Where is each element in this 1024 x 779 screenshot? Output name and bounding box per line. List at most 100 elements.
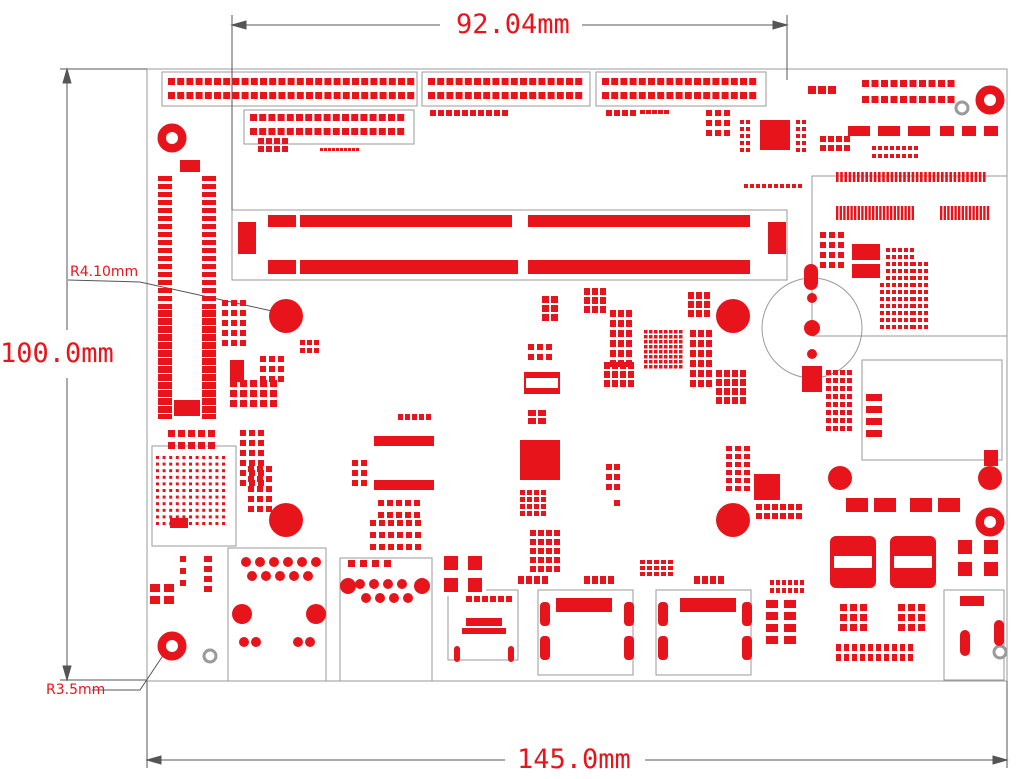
- smd-pad: [202, 462, 206, 466]
- bga-ball: [649, 355, 653, 359]
- header-pin: [675, 78, 683, 85]
- smd-pad: [258, 470, 264, 476]
- smd-pad: [370, 520, 376, 526]
- smd-pad: [844, 145, 850, 151]
- smd-pad: [162, 469, 166, 473]
- header-pin: [277, 114, 285, 121]
- smd-pad: [726, 446, 732, 451]
- smd-pad: [260, 390, 267, 397]
- sd-pin: [968, 206, 972, 220]
- header-outline-3: [595, 71, 767, 107]
- header-pin: [909, 80, 917, 87]
- header-pin: [566, 92, 573, 99]
- fpc-pin: [158, 406, 172, 411]
- smd-pad: [892, 276, 896, 280]
- smd-pad: [654, 572, 659, 576]
- smd-pad: [328, 148, 331, 151]
- bga-ball: [669, 355, 673, 359]
- smd-pad: [614, 110, 620, 116]
- smd-pad: [406, 520, 412, 526]
- smd-pad: [208, 456, 212, 459]
- header-pin: [361, 78, 369, 85]
- smd-pad: [269, 376, 275, 382]
- bga-ball: [669, 340, 673, 344]
- smd-pad: [222, 456, 225, 459]
- fpc-pin: [202, 366, 216, 371]
- bga-ball: [674, 360, 678, 364]
- smd-pad: [530, 557, 536, 563]
- smd-pad: [169, 502, 173, 506]
- smd-pad: [208, 462, 212, 466]
- smd-pad: [704, 301, 710, 308]
- smd-pad: [414, 500, 420, 506]
- smd-pad: [850, 604, 857, 611]
- smd-pad: [740, 141, 744, 145]
- smd-pad: [904, 269, 908, 273]
- smd-pad: [766, 612, 778, 620]
- smd-pad: [847, 410, 852, 415]
- smd-pad: [898, 283, 902, 287]
- smd-pad: [850, 614, 857, 621]
- smd-pad: [307, 340, 312, 345]
- smd-pad: [614, 474, 620, 480]
- smd-pad: [724, 370, 730, 377]
- smd-pad: [798, 184, 802, 188]
- smd-pad: [249, 480, 255, 486]
- smd-pad: [182, 462, 186, 466]
- smd-pad: [880, 318, 884, 322]
- header-pin: [323, 114, 331, 121]
- smd-pad: [230, 360, 244, 382]
- header-pin: [730, 78, 738, 85]
- smd-pad: [260, 356, 266, 362]
- header-pin: [529, 78, 537, 85]
- header-pin: [492, 92, 500, 99]
- smd-pad: [704, 292, 710, 299]
- smd-pad: [156, 495, 159, 499]
- smd-pad: [833, 386, 838, 391]
- smd-pad: [527, 490, 532, 495]
- smd-pad: [156, 475, 159, 479]
- smd-pad: [829, 232, 835, 238]
- smd-pad: [898, 318, 902, 322]
- smd-pad: [744, 462, 750, 467]
- smd-pad: [546, 566, 552, 572]
- smd-pad: [526, 576, 532, 584]
- smd-pad: [886, 304, 890, 308]
- smd-pad: [260, 366, 266, 372]
- smd-pad: [892, 290, 896, 294]
- fpc-pin: [158, 390, 172, 395]
- smd-pad: [892, 262, 896, 266]
- smd-pad: [278, 376, 284, 382]
- bga-ball: [644, 350, 648, 354]
- smd-pad: [868, 644, 873, 651]
- fpc-pin: [158, 326, 172, 331]
- header-pin: [352, 78, 359, 85]
- smd-pad: [844, 654, 849, 661]
- rj45-mount: [232, 604, 252, 624]
- smd-pad: [541, 497, 546, 502]
- smd-pad: [904, 283, 908, 287]
- smd-pad: [169, 482, 173, 486]
- smd-pad: [690, 330, 696, 337]
- smd-pad: [258, 138, 264, 144]
- smd-pad: [918, 624, 925, 631]
- smd-pad: [542, 314, 549, 321]
- smd-pad: [784, 624, 796, 632]
- header-pin: [195, 92, 203, 99]
- bga-ball: [664, 345, 668, 349]
- smd-pad: [208, 489, 212, 492]
- smd-pad: [182, 469, 186, 473]
- bga-ball: [679, 340, 683, 344]
- smd-pad: [904, 290, 908, 294]
- smd-pad: [222, 310, 228, 316]
- smd-pad: [706, 360, 712, 367]
- smd-pad: [175, 456, 179, 459]
- smd-pad: [202, 469, 206, 473]
- header-pin: [306, 92, 313, 99]
- sd-pin: [983, 206, 986, 220]
- smd-pad: [538, 410, 546, 416]
- bga-ball: [659, 345, 663, 349]
- dimm-contact: [268, 260, 296, 274]
- smd-pad: [528, 354, 534, 360]
- smd-pad: [768, 184, 772, 188]
